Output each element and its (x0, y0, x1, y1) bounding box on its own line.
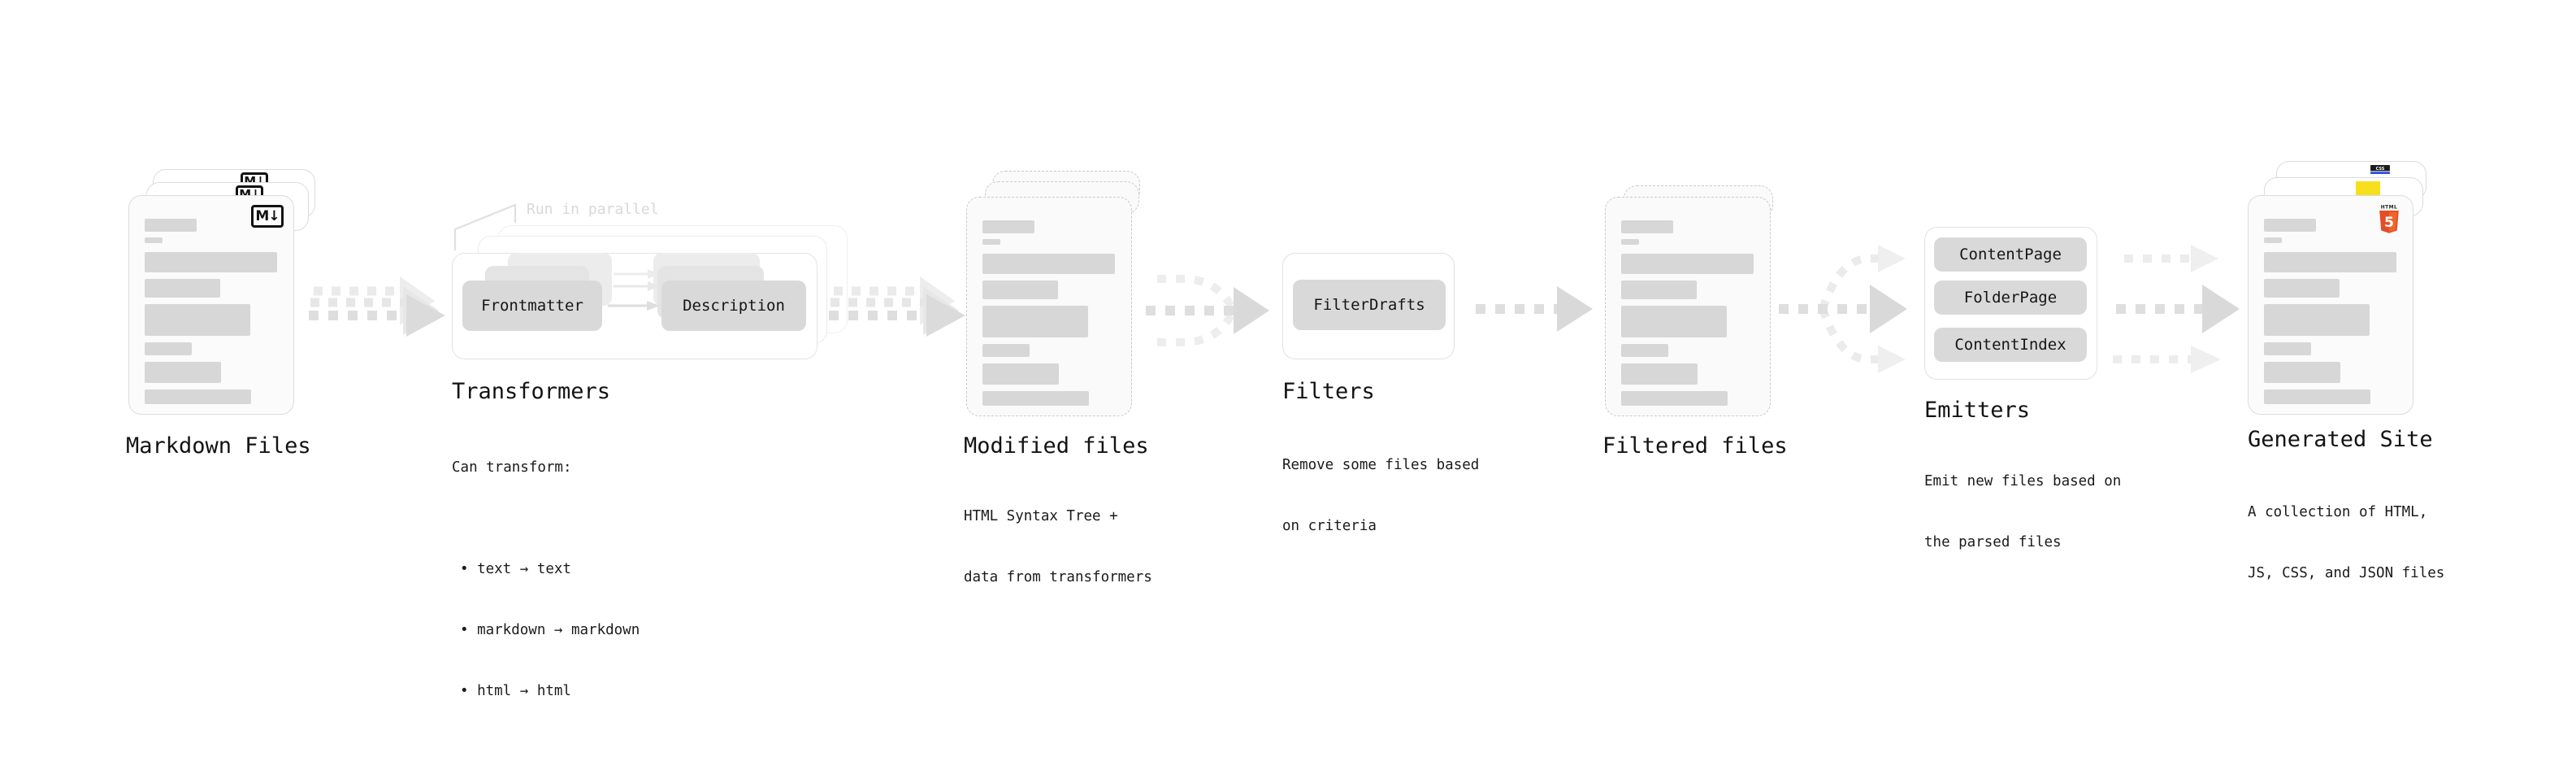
skeleton-line (1621, 254, 1754, 274)
transformer-chip-description[interactable]: Description (661, 281, 806, 331)
markdown-files-title: Markdown Files (126, 433, 311, 459)
skeleton-line (145, 252, 277, 272)
transformer-chip-frontmatter[interactable]: Frontmatter (462, 281, 602, 331)
generated-skeleton (2264, 219, 2396, 410)
svg-text:CSS: CSS (2376, 167, 2385, 172)
skeleton-line (1621, 391, 1728, 406)
skeleton-line (2264, 237, 2282, 243)
skeleton-line (1621, 344, 1668, 357)
skeleton-line (1621, 281, 1697, 299)
pipeline-diagram: M↓ M↓ M↓ Markdown Files (126, 161, 2444, 699)
generated-site-description: A collection of HTML, JS, CSS, and JSON … (2248, 462, 2444, 624)
emitters-sub-line2: the parsed files (1924, 534, 2062, 550)
emitter-chip-folderpage[interactable]: FolderPage (1934, 281, 2087, 315)
skeleton-line (145, 304, 250, 336)
transformer-inner-arrow-back (614, 269, 659, 279)
filters-sub-line1: Remove some files based (1282, 457, 1480, 473)
arrow-transformers-to-modified (829, 276, 965, 337)
emitter-chip-contentindex-label: ContentIndex (1954, 336, 2066, 354)
generated-site-title: Generated Site (2248, 427, 2433, 452)
modified-sub-line1: HTML Syntax Tree + (964, 508, 1118, 524)
skeleton-line (982, 254, 1115, 274)
filter-chip-filterdrafts[interactable]: FilterDrafts (1293, 280, 1446, 330)
transformer-chip-frontmatter-label: Frontmatter (481, 297, 583, 315)
skeleton-line (982, 363, 1059, 385)
markdown-icon-label: M↓ (255, 207, 280, 224)
skeleton-line (2264, 342, 2311, 355)
emitters-title: Emitters (1924, 398, 2031, 423)
svg-text:5: 5 (2384, 215, 2394, 231)
filters-description: Remove some files based on criteria (1282, 415, 1479, 577)
skeleton-line (2264, 279, 2340, 298)
emitter-chip-contentpage[interactable]: ContentPage (1934, 237, 2087, 272)
skeleton-line (982, 306, 1088, 337)
arrow-emitters-to-generated (2113, 245, 2240, 373)
filters-sub-line2: on criteria (1282, 518, 1377, 534)
emitters-description: Emit new files based on the parsed files (1924, 431, 2121, 594)
transformer-inner-arrow-front (608, 301, 660, 311)
transformers-sub-intro: Can transform: (452, 459, 572, 476)
run-in-parallel-label: Run in parallel (527, 201, 659, 218)
skeleton-line (1621, 306, 1727, 337)
run-in-parallel-bracket (453, 203, 517, 250)
transformers-bullet-list: • text → text • markdown → markdown • ht… (452, 519, 640, 742)
transformers-title: Transformers (452, 379, 611, 404)
css-icon: CSS (2370, 165, 2390, 174)
transformers-description: Can transform: • text → text • markdown … (452, 417, 640, 783)
transformers-bullet: • markdown → markdown (460, 622, 640, 638)
filters-title: Filters (1282, 379, 1375, 404)
skeleton-line (145, 219, 197, 232)
skeleton-line (2264, 389, 2370, 404)
generated-sub-line1: A collection of HTML, (2248, 504, 2428, 520)
arrow-filters-to-filtered (1476, 286, 1593, 332)
generated-sub-line2: JS, CSS, and JSON files (2248, 565, 2445, 581)
filter-chip-filterdrafts-label: FilterDrafts (1313, 296, 1425, 314)
skeleton-line (145, 342, 192, 355)
skeleton-line (145, 279, 220, 298)
skeleton-line (982, 391, 1089, 406)
svg-text:HTML: HTML (2381, 205, 2397, 210)
skeleton-line (2264, 362, 2340, 383)
skeleton-line (145, 389, 251, 404)
modified-skeleton (982, 220, 1115, 411)
transformers-bullet: • text → text (460, 561, 571, 577)
filtered-file-card (1605, 197, 1771, 416)
markdown-skeleton (145, 219, 277, 410)
modified-files-title: Modified files (964, 433, 1149, 459)
arrow-modified-to-filters (1146, 275, 1269, 346)
filtered-files-title: Filtered files (1602, 433, 1788, 459)
markdown-icon: M↓ (251, 205, 284, 228)
skeleton-line (2264, 252, 2396, 272)
arrow-markdown-to-transformers (309, 276, 445, 337)
skeleton-line (2264, 219, 2316, 232)
modified-sub-line2: data from transformers (964, 569, 1152, 585)
skeleton-line (145, 362, 221, 383)
skeleton-line (1621, 239, 1639, 245)
emitter-chip-contentindex[interactable]: ContentIndex (1934, 328, 2087, 362)
skeleton-line (145, 237, 163, 243)
js-icon (2356, 181, 2380, 195)
skeleton-line (982, 281, 1058, 299)
skeleton-line (982, 344, 1030, 357)
emitters-sub-line1: Emit new files based on (1924, 473, 2122, 489)
transformers-bullet: • html → html (460, 683, 571, 699)
skeleton-line (2264, 304, 2370, 336)
skeleton-line (982, 239, 1000, 245)
skeleton-line (982, 220, 1034, 233)
markdown-file-card: M↓ (128, 195, 294, 415)
transformer-chip-description-label: Description (683, 297, 785, 315)
emitter-chip-contentpage-label: ContentPage (1959, 246, 2062, 263)
generated-site-card: HTML 5 (2248, 195, 2413, 415)
arrow-filtered-to-emitters (1779, 245, 1907, 373)
skeleton-line (1621, 363, 1698, 385)
skeleton-line (1621, 220, 1673, 233)
filtered-skeleton (1621, 220, 1754, 411)
modified-file-card (966, 197, 1132, 416)
emitter-chip-folderpage-label: FolderPage (1963, 289, 2058, 307)
transformer-inner-arrow-mid (614, 281, 659, 291)
modified-files-description: HTML Syntax Tree + data from transformer… (964, 466, 1152, 629)
html5-icon: HTML 5 (2379, 205, 2399, 233)
